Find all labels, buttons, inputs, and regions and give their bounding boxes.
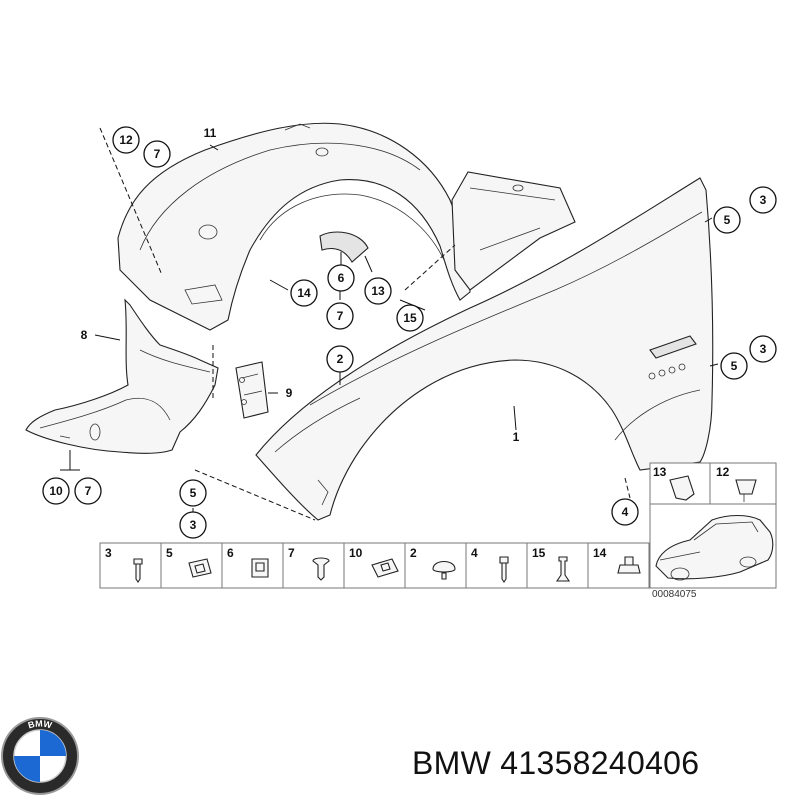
label-9: 9 bbox=[286, 386, 293, 400]
inset-label-12: 12 bbox=[716, 465, 730, 479]
svg-text:7: 7 bbox=[337, 309, 344, 323]
svg-text:14: 14 bbox=[297, 286, 311, 300]
parts-strip-part-icon bbox=[133, 558, 143, 583]
svg-text:BMW: BMW bbox=[27, 718, 54, 730]
svg-text:3: 3 bbox=[190, 518, 197, 532]
svg-text:3: 3 bbox=[760, 342, 767, 356]
svg-text:4: 4 bbox=[622, 505, 629, 519]
callout-10-left: 10 bbox=[42, 477, 70, 505]
callout-12-top: 12 bbox=[112, 126, 140, 154]
callout-15: 15 bbox=[396, 304, 424, 332]
parts-strip-label: 5 bbox=[166, 546, 173, 560]
bracket-part-9 bbox=[235, 361, 269, 419]
svg-text:5: 5 bbox=[190, 486, 197, 500]
parts-strip-part-icon bbox=[371, 558, 399, 578]
parts-strip: 3 5 6 7 10 2 4 15 14 bbox=[99, 542, 650, 589]
svg-text:12: 12 bbox=[119, 133, 133, 147]
parts-strip-part-icon bbox=[251, 558, 269, 578]
callout-7-left: 7 bbox=[74, 477, 102, 505]
shield-panel bbox=[451, 171, 576, 291]
svg-text:5: 5 bbox=[724, 213, 731, 227]
parts-strip-label: 10 bbox=[349, 546, 363, 560]
parts-strip-part-icon bbox=[499, 556, 509, 583]
callout-3-mid-right: 3 bbox=[749, 335, 777, 363]
inset-box: 13 12 bbox=[649, 462, 777, 589]
svg-text:2: 2 bbox=[337, 352, 344, 366]
parts-strip-label: 4 bbox=[471, 546, 478, 560]
svg-text:7: 7 bbox=[154, 147, 161, 161]
callout-7-top: 7 bbox=[143, 140, 171, 168]
svg-text:3: 3 bbox=[760, 193, 767, 207]
label-1: 1 bbox=[513, 430, 520, 444]
svg-text:6: 6 bbox=[338, 271, 345, 285]
svg-text:11: 11 bbox=[204, 126, 217, 140]
parts-strip-label: 14 bbox=[593, 546, 607, 560]
callout-7-mid: 7 bbox=[326, 302, 354, 330]
parts-strip-label: 3 bbox=[105, 546, 112, 560]
bmw-logo-icon: BMW bbox=[1, 717, 79, 795]
parts-strip-part-icon bbox=[617, 556, 641, 574]
callout-2: 2 bbox=[326, 345, 354, 373]
parts-strip-label: 6 bbox=[227, 546, 234, 560]
label-8: 8 bbox=[81, 328, 88, 342]
svg-text:7: 7 bbox=[85, 484, 92, 498]
front-fender-part-1 bbox=[255, 177, 714, 521]
parts-strip-label: 15 bbox=[532, 546, 546, 560]
svg-text:10: 10 bbox=[49, 484, 63, 498]
product-caption: BMW 41358240406 bbox=[412, 745, 700, 781]
callout-4: 4 bbox=[611, 498, 639, 526]
svg-text:13: 13 bbox=[371, 284, 385, 298]
callout-5-bottom: 5 bbox=[179, 479, 207, 507]
parts-strip-label: 2 bbox=[410, 546, 417, 560]
callout-13: 13 bbox=[364, 277, 392, 305]
inset-label-13: 13 bbox=[653, 465, 667, 479]
callout-14: 14 bbox=[290, 279, 318, 307]
callout-3-top-right: 3 bbox=[749, 186, 777, 214]
svg-text:8: 8 bbox=[81, 328, 88, 342]
lower-liner-part-8 bbox=[25, 298, 219, 454]
car-illustration bbox=[655, 514, 774, 581]
svg-text:1: 1 bbox=[513, 430, 520, 444]
svg-text:9: 9 bbox=[286, 386, 293, 400]
callout-5-mid-right: 5 bbox=[720, 352, 748, 380]
parts-strip-label: 7 bbox=[288, 546, 295, 560]
parts-strip-part-icon bbox=[188, 558, 212, 578]
parts-strip-part-icon bbox=[432, 560, 456, 580]
svg-text:5: 5 bbox=[731, 359, 738, 373]
svg-text:15: 15 bbox=[403, 311, 417, 325]
callout-3-bottom: 3 bbox=[179, 511, 207, 539]
label-11: 11 bbox=[204, 126, 217, 140]
callout-5-top-right: 5 bbox=[713, 206, 741, 234]
wheel-arch-liner-part-11 bbox=[117, 122, 471, 331]
parts-strip-part-icon bbox=[555, 556, 571, 582]
callout-6: 6 bbox=[327, 264, 355, 292]
parts-strip-part-icon bbox=[312, 557, 330, 581]
diagram-code: 00084075 bbox=[652, 589, 697, 600]
